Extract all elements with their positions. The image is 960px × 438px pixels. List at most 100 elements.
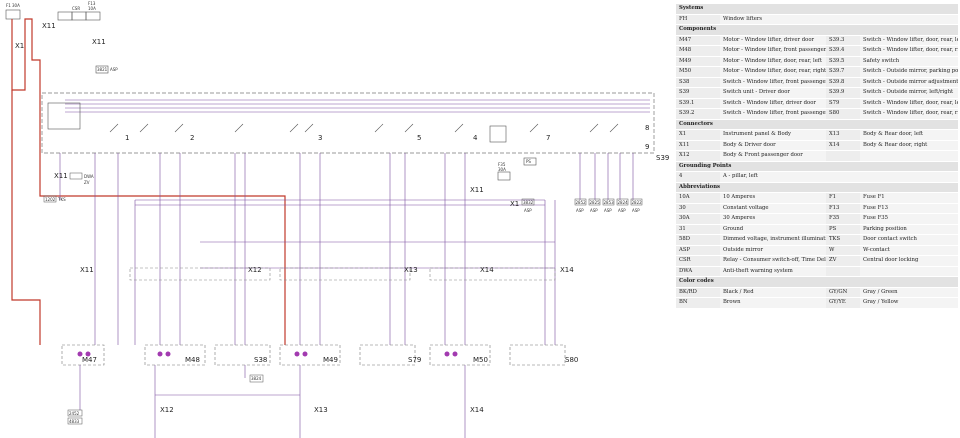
ground-wires	[79, 365, 466, 438]
abbr-code: 30	[676, 203, 720, 214]
abbr-code: 31	[676, 224, 720, 235]
connector-x14-mid-2: X14	[560, 266, 574, 274]
tks-label: TKS	[57, 197, 66, 202]
connector-desc: Body & Rear door, right	[860, 140, 959, 151]
abbr-desc: Constant voltage	[720, 203, 826, 214]
box-1202-label: 1202	[45, 197, 56, 202]
component-desc: Motor - Window lifter, driver door	[720, 35, 826, 46]
box-4833	[67, 417, 83, 425]
fuse-f1-rating: 30A	[12, 3, 20, 8]
component-code: M48	[676, 45, 720, 57]
connector-desc: Body & Rear door, left	[860, 129, 959, 141]
abbr-desc: Dimmed voltage, instrument illumination	[720, 234, 826, 246]
switch-unit-s39-label: S39	[656, 154, 669, 162]
connector-x11-dwa: X11	[54, 172, 68, 180]
connector-desc: Body & Driver door	[720, 140, 826, 151]
component-code: M49	[676, 56, 720, 67]
component-desc: Switch - Window lifter, door, rear, left	[860, 98, 959, 109]
abbr-code: CSR	[676, 255, 720, 267]
color-code: GY/YE	[826, 297, 860, 309]
abbr-code: F35	[826, 213, 860, 225]
switch-s79-label: S79	[408, 356, 421, 364]
box-3824	[249, 374, 264, 383]
system-code: FH	[676, 14, 720, 25]
connector-boxes	[129, 267, 556, 281]
abbr-code: ASP	[676, 245, 720, 256]
connector-x11-mid: X11	[470, 186, 484, 194]
power-wire-red	[11, 18, 286, 270]
box-3832-label: 3832	[523, 200, 534, 205]
power-wire-red-m47	[11, 90, 41, 345]
legend-grounding-header: Grounding Points	[676, 161, 959, 172]
component-desc: Switch - Window lifter, front passenger …	[720, 77, 826, 88]
color-desc: Gray / Green	[860, 287, 959, 298]
connector-x11-top-2: X11	[92, 38, 106, 46]
connector-code-boxes	[574, 198, 643, 206]
component-desc: Switch - Window lifter, front passenger …	[720, 108, 826, 120]
legend-grounding-row: 4 A - pillar, left	[676, 171, 959, 183]
dwa-label: DWA	[84, 174, 94, 179]
abbr-desc: Door contact switch	[860, 234, 959, 246]
legend-abbreviations-header: Abbreviations	[676, 182, 959, 193]
motor-m47-label: M47	[82, 356, 97, 364]
switch-number-4: 4	[473, 134, 478, 142]
connector-x11-top: X11	[42, 22, 56, 30]
component-desc: Switch - Window lifter, door, rear, left	[860, 35, 959, 46]
component-desc: Switch - Window lifter, driver door	[720, 98, 826, 109]
component-code: S39.8	[826, 77, 860, 88]
box-1202	[43, 195, 57, 203]
component-code: S39.9	[826, 87, 860, 99]
connector-code: X13	[826, 129, 860, 141]
connector-desc: Instrument panel & Body	[720, 129, 826, 141]
zv-label: ZV	[84, 180, 90, 185]
system-desc: Window lifters	[720, 14, 959, 25]
motor-m48-label: M48	[185, 356, 200, 364]
abbr-code	[826, 266, 860, 277]
switch-s79-box	[359, 344, 416, 366]
switch-s38-box	[214, 344, 271, 366]
connector-x13-mid: X13	[404, 266, 418, 274]
color-code: GY/GN	[826, 287, 860, 298]
legend-colors-header: Color codes	[676, 276, 959, 288]
connector-x12-bottom: X12	[160, 406, 174, 414]
color-code: BK/RD	[676, 287, 720, 298]
fuse-f13-rating: 10A	[88, 6, 96, 11]
connector-x1-mid: X1	[510, 200, 519, 208]
legend-components-header: Components	[676, 24, 959, 36]
abbr-desc: Ground	[720, 224, 826, 235]
color-desc: Black / Red	[720, 287, 826, 298]
abbr-code: 58D	[676, 234, 720, 246]
motor-m50-box	[429, 344, 491, 366]
motor-icons	[77, 351, 458, 357]
legend-systems-header: Systems	[676, 4, 959, 15]
connector-code-5: 2822	[632, 200, 643, 205]
abbr-code: F13	[826, 203, 860, 214]
color-desc: Brown	[720, 297, 826, 309]
fuse-f13-label: F13	[88, 1, 96, 6]
component-code: S39	[676, 87, 720, 99]
motor-m49-box	[279, 344, 341, 366]
component-desc: Safety switch	[860, 56, 959, 67]
box-3832	[521, 198, 535, 206]
legend-connectors-header: Connectors	[676, 119, 959, 130]
switch-s80-label: S80	[565, 356, 578, 364]
component-code: S39.3	[826, 35, 860, 46]
connector-code: X1	[676, 129, 720, 141]
grounding-desc: A - pillar, left	[720, 171, 959, 183]
connector-desc	[860, 150, 959, 162]
connector-code-3: 2853	[604, 200, 615, 205]
color-desc: Gray / Yellow	[860, 297, 959, 309]
csr-relay-box-2	[71, 11, 87, 21]
csr-relay-box	[57, 11, 73, 21]
switch-symbols	[47, 102, 619, 143]
abbr-desc	[860, 266, 959, 277]
abbr-code: TKS	[826, 234, 860, 246]
